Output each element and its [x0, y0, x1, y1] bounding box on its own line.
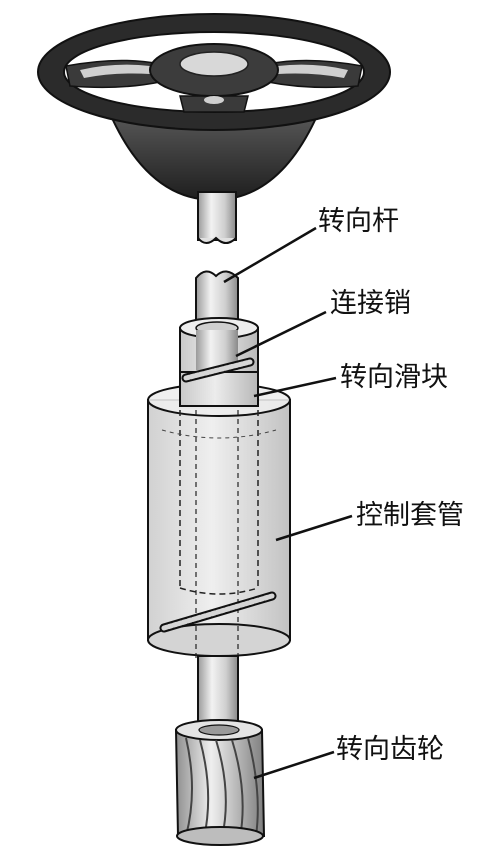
leader-control-sleeve — [275, 514, 353, 542]
leader-steering-rod — [223, 226, 317, 284]
leader-steering-slider — [253, 376, 337, 398]
lower-shaft — [197, 655, 239, 731]
steering-rod — [195, 191, 239, 331]
steering-wheel — [37, 13, 391, 202]
control-sleeve — [147, 371, 291, 660]
leader-connecting-pin — [235, 310, 327, 358]
label-steering-gear: 转向齿轮 — [336, 734, 444, 765]
label-steering-slider: 转向滑块 — [340, 362, 448, 393]
steering-gear — [174, 719, 266, 846]
label-control-sleeve: 控制套管 — [356, 500, 464, 531]
label-connecting-pin: 连接销 — [330, 288, 411, 319]
leader-steering-gear — [253, 750, 335, 780]
label-steering-rod: 转向杆 — [318, 206, 399, 237]
connecting-pin-lower — [159, 591, 277, 633]
leader-lines — [223, 226, 353, 780]
connecting-pin-upper — [181, 357, 255, 383]
